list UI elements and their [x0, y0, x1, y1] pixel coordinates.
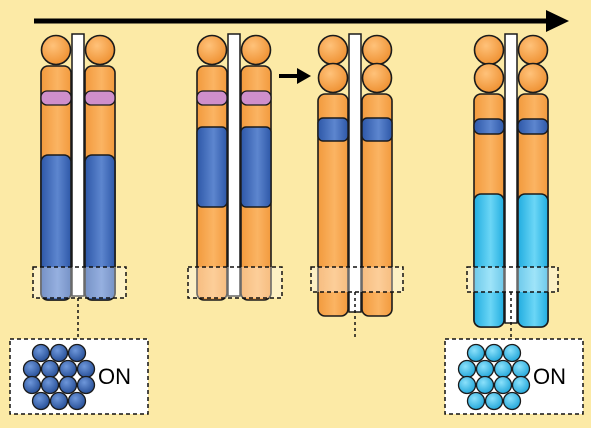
chromatid — [40, 34, 72, 301]
blue-band — [40, 154, 72, 301]
cluster-ball — [493, 375, 513, 395]
chromatid-body — [317, 93, 349, 317]
stage-2 — [187, 33, 283, 301]
cluster-ball — [457, 359, 477, 379]
stage-1: ON — [9, 33, 149, 415]
blue-band — [473, 118, 505, 135]
repeat-unit-ball — [473, 62, 505, 94]
cluster-ball — [22, 375, 42, 395]
transition-arrow — [279, 68, 311, 84]
blue-band — [317, 117, 349, 142]
cluster-ball — [475, 359, 495, 379]
state-label: ON — [533, 364, 566, 389]
timeline-arrow — [34, 10, 569, 32]
repeat-unit-ball — [40, 34, 72, 66]
chromatid — [473, 34, 505, 328]
ball-cluster-icon — [22, 343, 96, 411]
cluster-ball — [511, 359, 531, 379]
blue-band — [517, 118, 549, 135]
blue-band — [84, 154, 116, 301]
light-blue-band — [517, 193, 549, 328]
repeat-unit-ball — [361, 62, 393, 94]
chromatid-body — [361, 93, 393, 317]
cluster-ball — [40, 359, 60, 379]
cluster-ball — [31, 343, 51, 363]
stage-4: ON — [444, 33, 584, 415]
cluster-ball — [76, 375, 96, 395]
repeat-unit-ball — [517, 62, 549, 94]
cluster-ball — [475, 375, 495, 395]
cluster-ball — [58, 375, 78, 395]
highlight-region — [466, 266, 559, 293]
cluster-ball — [484, 343, 504, 363]
pink-band — [196, 90, 228, 106]
cluster-ball — [466, 343, 486, 363]
expression-box: ON — [444, 338, 584, 415]
repeat-unit-ball — [473, 34, 505, 66]
repeat-unit-ball — [84, 34, 116, 66]
light-blue-band — [473, 193, 505, 328]
repeat-unit-ball — [196, 34, 228, 66]
repeat-unit-ball — [517, 34, 549, 66]
cluster-ball — [31, 391, 51, 411]
cluster-ball — [493, 359, 513, 379]
chromatid — [196, 34, 228, 301]
cluster-ball — [76, 359, 96, 379]
pink-band — [240, 90, 272, 106]
cluster-ball — [49, 343, 69, 363]
cluster-ball — [40, 375, 60, 395]
cluster-ball — [67, 391, 87, 411]
cluster-ball — [58, 359, 78, 379]
state-label: ON — [98, 364, 131, 389]
ball-cluster-icon — [457, 343, 531, 411]
cluster-ball — [22, 359, 42, 379]
cluster-ball — [457, 375, 477, 395]
cluster-ball — [484, 391, 504, 411]
chromatid — [240, 34, 272, 301]
repeat-unit-ball — [361, 34, 393, 66]
cluster-ball — [502, 343, 522, 363]
pink-band — [40, 90, 72, 106]
pink-band — [84, 90, 116, 106]
cluster-ball — [511, 375, 531, 395]
repeat-unit-ball — [317, 62, 349, 94]
highlight-region — [187, 266, 283, 299]
blue-band — [240, 126, 272, 208]
highlight-region — [32, 266, 127, 299]
chromatid — [317, 34, 349, 317]
blue-band — [361, 117, 393, 142]
centromere-bar — [227, 33, 241, 297]
highlight-region — [310, 266, 404, 293]
stage-3 — [310, 33, 404, 339]
expression-box: ON — [9, 338, 149, 415]
chromatid — [517, 34, 549, 328]
cluster-ball — [502, 391, 522, 411]
centromere-bar — [71, 33, 85, 297]
chromatid — [84, 34, 116, 301]
repeat-unit-ball — [317, 34, 349, 66]
blue-band — [196, 126, 228, 208]
cluster-ball — [49, 391, 69, 411]
cluster-ball — [466, 391, 486, 411]
chromatid — [361, 34, 393, 317]
cluster-ball — [67, 343, 87, 363]
repeat-unit-ball — [240, 34, 272, 66]
